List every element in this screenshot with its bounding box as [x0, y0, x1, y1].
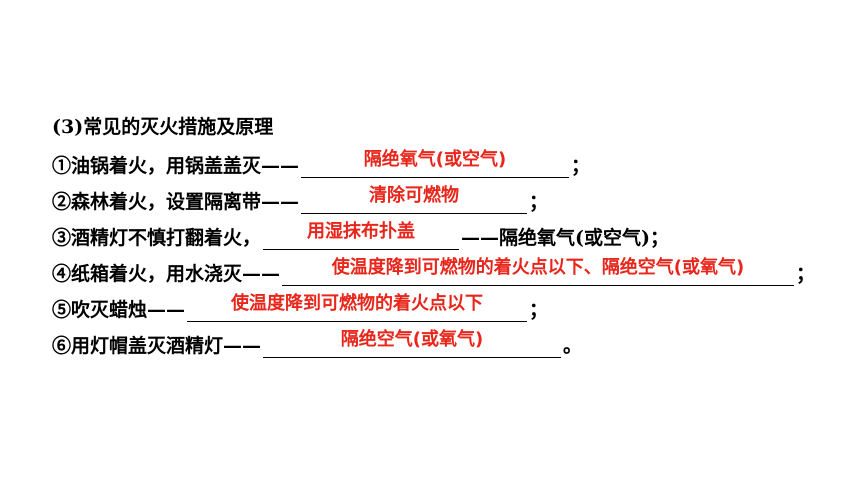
item-suffix: ；: [529, 191, 549, 213]
answer-text: 清除可燃物: [369, 185, 460, 206]
item-alcohol-lamp-spill: ③酒精灯不慎打翻着火， 用湿抹布扑盖 ——隔绝氧气(或空气)；: [52, 220, 669, 250]
item-forest-fire: ②森林着火，设置隔离带—— 清除可燃物 ；: [52, 184, 548, 214]
item-prefix: ⑤吹灭蜡烛——: [52, 299, 186, 321]
item-prefix: ③酒精灯不慎打翻着火，: [52, 227, 262, 249]
answer-text: 使温度降到可燃物的着火点以下: [231, 293, 484, 314]
item-suffix: ；: [529, 299, 549, 321]
answer-text: 使温度降到可燃物的着火点以下、隔绝空气(或氧气): [331, 257, 745, 278]
item-paper-box: ④纸箱着火，用水浇灭—— 使温度降到可燃物的着火点以下、隔绝空气(或氧气) ；: [52, 256, 815, 286]
item-suffix: ；: [571, 155, 591, 177]
item-suffix: ；: [796, 263, 816, 285]
item-oil-pan: ①油锅着火，用锅盖盖灭—— 隔绝氧气(或空气) ；: [52, 148, 590, 178]
section-heading: (3)常见的灭火措施及原理: [52, 116, 274, 138]
answer-text: 隔绝氧气(或空气): [363, 149, 507, 170]
item-prefix: ②森林着火，设置隔离带——: [52, 191, 300, 213]
item-suffix: 。: [563, 335, 583, 357]
item-prefix: ⑥用灯帽盖灭酒精灯——: [52, 335, 262, 357]
answer-blank: 用湿抹布扑盖: [263, 221, 460, 250]
answer-blank: 隔绝氧气(或空气): [301, 149, 570, 178]
answer-blank: 清除可燃物: [301, 185, 528, 214]
item-prefix: ④纸箱着火，用水浇灭——: [52, 263, 281, 285]
answer-blank: 隔绝空气(或氧气): [263, 329, 562, 358]
item-suffix: ——隔绝氧气(或空气)；: [461, 227, 669, 249]
answer-text: 隔绝空气(或氧气): [340, 329, 484, 350]
answer-text: 用湿抹布扑盖: [307, 221, 416, 242]
item-candle: ⑤吹灭蜡烛—— 使温度降到可燃物的着火点以下 ；: [52, 292, 548, 322]
item-lamp-cap: ⑥用灯帽盖灭酒精灯—— 隔绝空气(或氧气) 。: [52, 328, 582, 358]
item-prefix: ①油锅着火，用锅盖盖灭——: [52, 155, 300, 177]
answer-blank: 使温度降到可燃物的着火点以下、隔绝空气(或氧气): [282, 257, 795, 286]
answer-blank: 使温度降到可燃物的着火点以下: [187, 293, 528, 322]
